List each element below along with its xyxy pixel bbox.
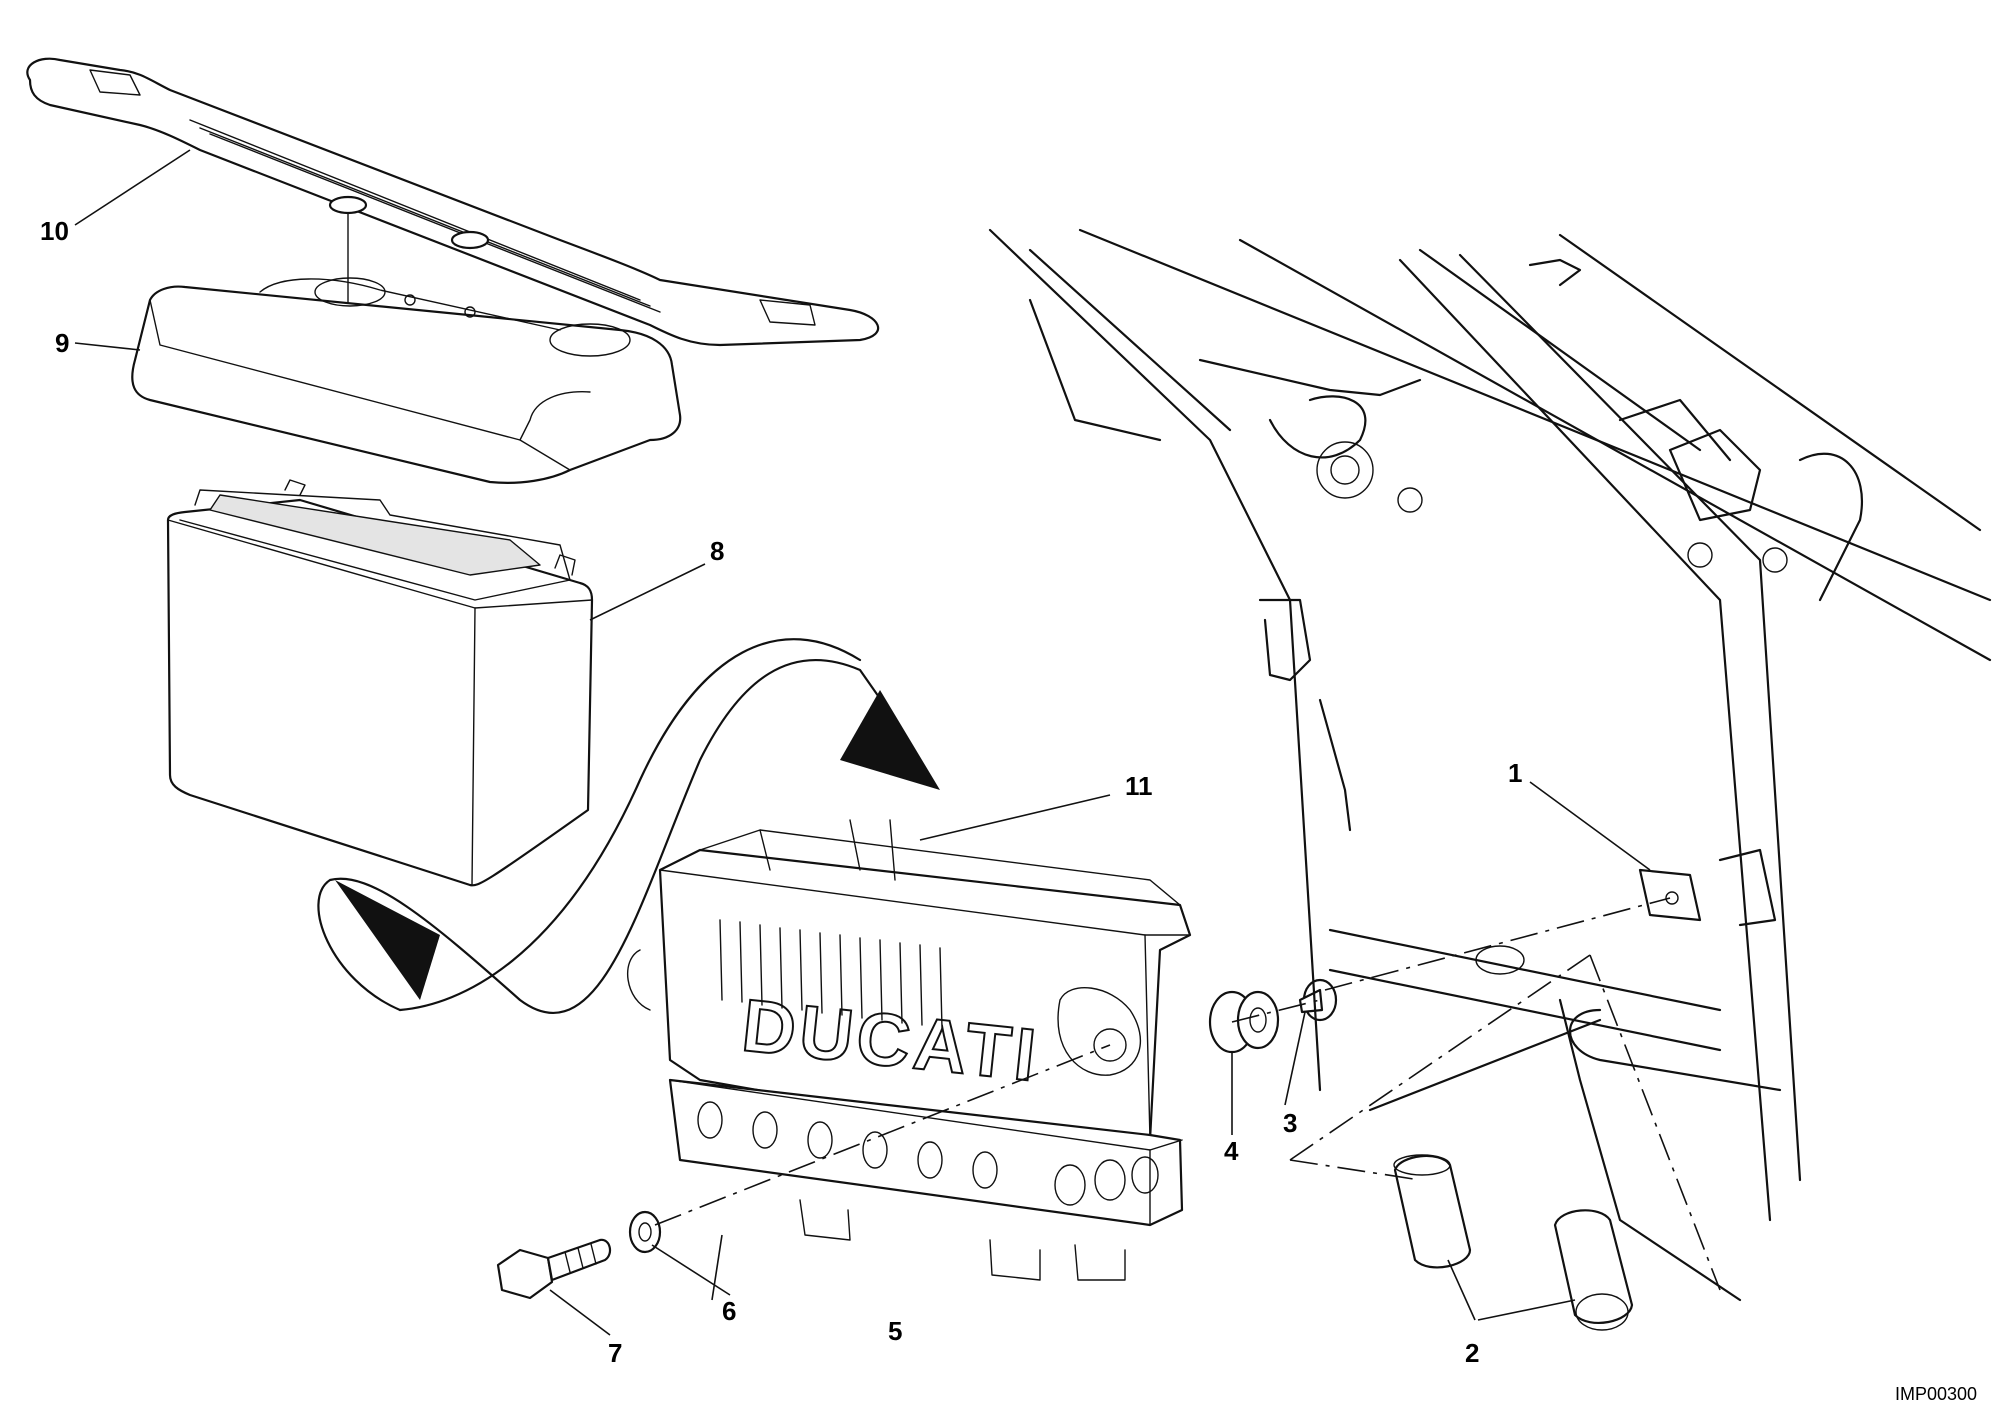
- insertion-arrow: [317, 638, 940, 1015]
- assembly-lines: [654, 897, 1721, 1291]
- battery-tray-bushings: [1393, 1154, 1634, 1331]
- callout-labels: 10 9 8 11 1 3 4 5 6 7 2: [40, 216, 1522, 1368]
- callout-9: 9: [55, 328, 69, 358]
- callout-4: 4: [1224, 1136, 1239, 1166]
- battery-strap: [26, 57, 880, 347]
- callout-10: 10: [40, 216, 69, 246]
- callout-8: 8: [710, 536, 724, 566]
- washer: [628, 1210, 662, 1254]
- motorcycle-frame: [988, 228, 1992, 1302]
- callout-2: 2: [1465, 1338, 1479, 1368]
- callout-11: 11: [1125, 771, 1153, 801]
- screw: [496, 1238, 612, 1300]
- battery: [166, 479, 594, 887]
- rubber-grommet: [1208, 990, 1280, 1054]
- drawing-code: IMP00300: [1895, 1384, 1977, 1404]
- battery-tray: DUCATI: [626, 819, 1192, 1152]
- bracket: [1638, 868, 1702, 922]
- callout-6: 6: [722, 1296, 736, 1326]
- callout-3: 3: [1283, 1108, 1297, 1138]
- battery-cover: [131, 277, 682, 484]
- leader-lines: [74, 149, 1651, 1336]
- callout-1: 1: [1508, 758, 1522, 788]
- callout-5: 5: [888, 1316, 902, 1346]
- callout-7: 7: [608, 1338, 622, 1368]
- battery-tray-base: [668, 1078, 1184, 1281]
- spacer: [1298, 978, 1338, 1022]
